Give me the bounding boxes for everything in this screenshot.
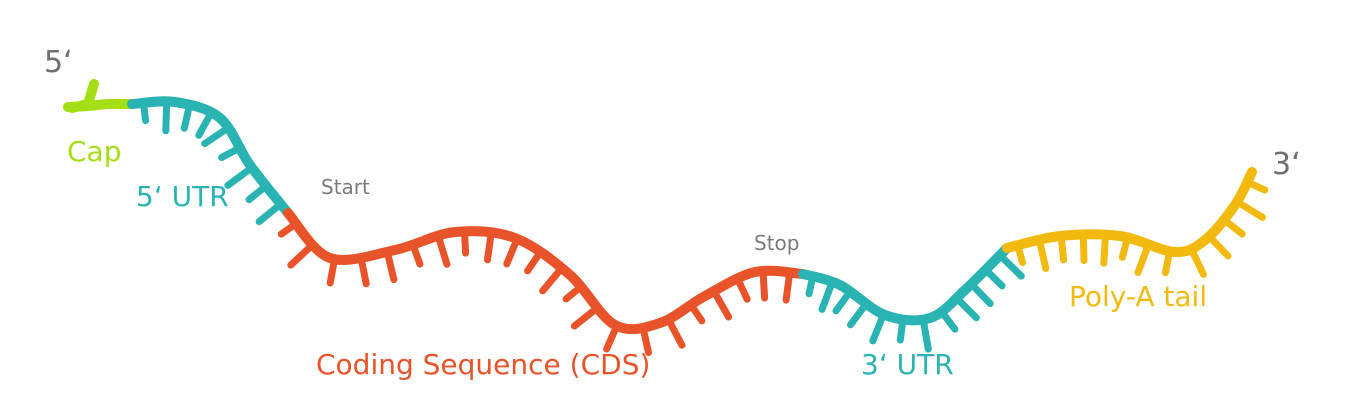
- stop-codon-label: Stop: [754, 231, 800, 255]
- three-utr-label: 3‘ UTR: [861, 348, 954, 381]
- poly-a-segment: [1002, 167, 1257, 258]
- nucleotide-base: [710, 287, 733, 321]
- coding-sequence-label: Coding Sequence (CDS): [316, 348, 651, 381]
- cap-label: Cap: [67, 135, 122, 168]
- five-utr-segment: [127, 96, 293, 218]
- three-utr-segment: [798, 243, 1012, 326]
- five-utr-label: 5‘ UTR: [136, 180, 229, 213]
- cap-hook: [67, 79, 99, 113]
- start-codon-label: Start: [321, 175, 370, 199]
- poly-a-tail-label: Poly-A tail: [1069, 280, 1208, 313]
- rna-backbone: [63, 79, 1257, 335]
- cds-segment: [283, 208, 808, 335]
- five-prime-end-label: 5‘: [44, 45, 73, 80]
- three-prime-end-label: 3‘: [1272, 147, 1301, 182]
- nucleotide-bases: [140, 97, 1269, 357]
